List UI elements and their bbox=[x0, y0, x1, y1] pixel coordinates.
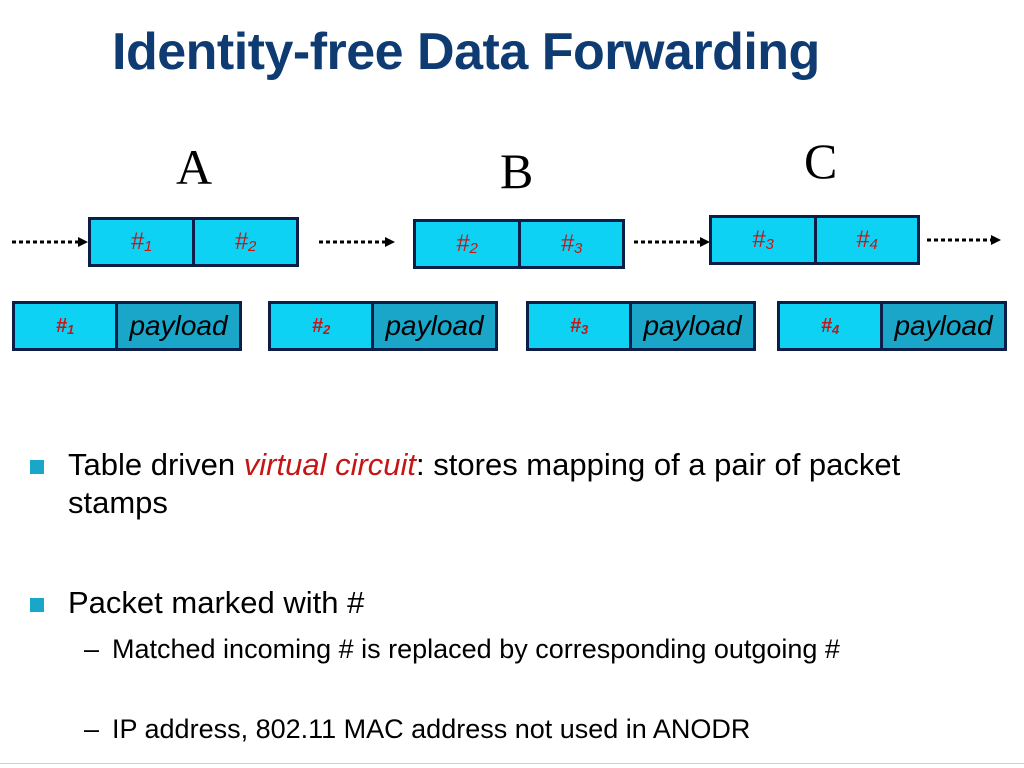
node-b-in-stamp: #2 bbox=[413, 219, 521, 269]
node-a-stamp-pair: #1 #2 bbox=[88, 217, 299, 267]
packet-4-payload: payload bbox=[880, 301, 1007, 351]
node-c-out-stamp: #4 bbox=[814, 215, 920, 265]
bullet-square-icon bbox=[30, 460, 44, 474]
bullet-2-text: Packet marked with # bbox=[68, 585, 365, 620]
node-label-a: A bbox=[176, 139, 213, 195]
node-a-out-stamp: #2 bbox=[192, 217, 299, 267]
bullet-square-icon bbox=[30, 598, 44, 612]
packet-3-stamp: #3 bbox=[526, 301, 632, 351]
node-c-in-stamp: #3 bbox=[709, 215, 817, 265]
node-a-in-stamp: #1 bbox=[88, 217, 195, 267]
node-label-b: B bbox=[500, 143, 534, 199]
bullet-1-text: Table driven virtual circuit: stores map… bbox=[68, 447, 901, 520]
packet-4: #4 payload bbox=[777, 301, 1007, 351]
packet-1: #1 payload bbox=[12, 301, 242, 351]
node-b-out-stamp: #3 bbox=[518, 219, 625, 269]
packet-1-stamp: #1 bbox=[12, 301, 118, 351]
footer-divider bbox=[0, 763, 1024, 764]
arrow-outgoing-c bbox=[927, 235, 1001, 245]
sub-bullet-2-text: IP address, 802.11 MAC address not used … bbox=[112, 714, 751, 744]
packet-3-payload: payload bbox=[629, 301, 756, 351]
dash-marker: – bbox=[84, 714, 100, 744]
packet-2-stamp: #2 bbox=[268, 301, 374, 351]
arrow-a-to-b bbox=[319, 237, 395, 247]
arrow-incoming-a bbox=[12, 237, 88, 247]
packet-1-payload: payload bbox=[115, 301, 242, 351]
virtual-circuit-term: virtual circuit bbox=[243, 447, 417, 482]
sub-bullet-1-text: Matched incoming # is replaced by corres… bbox=[112, 634, 840, 664]
node-b-stamp-pair: #2 #3 bbox=[413, 219, 625, 269]
dash-marker: – bbox=[84, 634, 100, 664]
node-label-c: C bbox=[804, 133, 838, 189]
arrow-b-to-c bbox=[634, 237, 710, 247]
slide-title: Identity-free Data Forwarding bbox=[112, 23, 820, 81]
packet-2-payload: payload bbox=[371, 301, 498, 351]
packet-3: #3 payload bbox=[526, 301, 756, 351]
packet-4-stamp: #4 bbox=[777, 301, 883, 351]
packet-2: #2 payload bbox=[268, 301, 498, 351]
node-c-stamp-pair: #3 #4 bbox=[709, 215, 920, 265]
